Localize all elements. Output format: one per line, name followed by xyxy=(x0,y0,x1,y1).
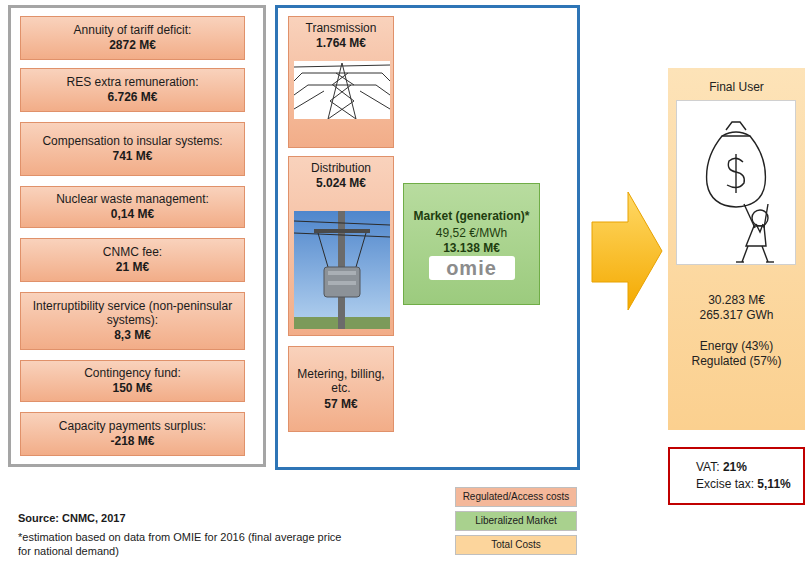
legend-text: Regulated/Access costs xyxy=(463,491,570,503)
cost-heading: CNMC fee: xyxy=(27,245,238,259)
cost-heading: Transmission xyxy=(295,21,387,35)
cost-heading: Distribution xyxy=(295,161,387,175)
regulated-cost-box: Compensation to insular systems:741 M€ xyxy=(20,122,245,176)
cost-value: 1.764 M€ xyxy=(295,36,387,51)
regulated-cost-box: Annuity of tariff deficit:2872 M€ xyxy=(20,16,245,60)
legend-swatch: Regulated/Access costs xyxy=(455,487,577,507)
market-box: Market (generation)* 49,52 €/MWh13.138 M€… xyxy=(403,183,540,305)
regulated-cost-box: Contingency fund:150 M€ xyxy=(20,360,245,402)
footnote: *estimation based on data from OMIE for … xyxy=(18,530,348,558)
cost-value: 5.024 M€ xyxy=(295,176,387,191)
final-user-figure: Regulated (57%) xyxy=(668,354,805,369)
legend-swatch: Liberalized Market xyxy=(455,511,577,531)
cost-value: -218 M€ xyxy=(27,434,238,449)
legend-text: Total Costs xyxy=(491,539,540,551)
distribution-box: Distribution5.024 M€ xyxy=(288,156,394,336)
final-user-figure: 265.317 GWh xyxy=(668,308,805,323)
cost-value: 6.726 M€ xyxy=(27,90,238,105)
cost-value: 21 M€ xyxy=(27,260,238,275)
final-user-box: Final User 30.283 M€265.317 GWhEnergy (43… xyxy=(668,68,805,430)
user-with-money-bag xyxy=(676,100,796,265)
cost-value: 2872 M€ xyxy=(27,38,238,53)
regulated-cost-box: Nuclear waste management:0,14 M€ xyxy=(20,186,245,228)
metering-box: Metering, billing, etc. 57 M€ xyxy=(288,346,394,432)
transmission-tower xyxy=(294,61,390,119)
final-user-heading: Final User xyxy=(668,80,805,95)
cost-value: 57 M€ xyxy=(295,397,387,412)
regulated-cost-box: Interruptibility service (non-peninsular… xyxy=(20,292,245,350)
source-note: Source: CNMC, 2017 xyxy=(18,512,348,524)
regulated-cost-box: CNMC fee:21 M€ xyxy=(20,238,245,282)
cost-heading: Capacity payments surplus: xyxy=(27,419,238,433)
legend-swatch: Total Costs xyxy=(455,535,577,555)
legend-text: Liberalized Market xyxy=(475,515,557,527)
transmission-box: Transmission1.764 M€ xyxy=(288,16,394,148)
cost-value: 741 M€ xyxy=(27,149,238,164)
cost-value: 0,14 M€ xyxy=(27,207,238,222)
cost-value: 8,3 M€ xyxy=(27,328,238,343)
regulated-cost-box: Capacity payments surplus:-218 M€ xyxy=(20,412,245,456)
market-value: 13.138 M€ xyxy=(410,241,533,256)
tax-rate: Excise tax: 5,11% xyxy=(696,476,797,493)
cost-value: 150 M€ xyxy=(27,381,238,396)
market-price: 49,52 €/MWh xyxy=(410,226,533,241)
cost-heading: Nuclear waste management: xyxy=(27,192,238,206)
cost-heading: Metering, billing, etc. xyxy=(295,367,387,395)
cost-heading: Contingency fund: xyxy=(27,366,238,380)
distribution-pole-photo xyxy=(294,211,390,329)
market-heading: Market (generation)* xyxy=(410,209,533,224)
cost-heading: RES extra remuneration: xyxy=(27,75,238,89)
regulated-cost-box: RES extra remuneration:6.726 M€ xyxy=(20,68,245,112)
tax-box: VAT: 21%Excise tax: 5,11% xyxy=(668,447,805,505)
final-user-figure: 30.283 M€ xyxy=(668,293,805,308)
cost-heading: Annuity of tariff deficit: xyxy=(27,23,238,37)
final-user-figure: Energy (43%) xyxy=(668,339,805,354)
cost-heading: Compensation to insular systems: xyxy=(27,134,238,148)
cost-heading: Interruptibility service (non-peninsular… xyxy=(27,299,238,327)
omie-logo: omie xyxy=(429,256,515,280)
tax-rate: VAT: 21% xyxy=(696,459,797,476)
